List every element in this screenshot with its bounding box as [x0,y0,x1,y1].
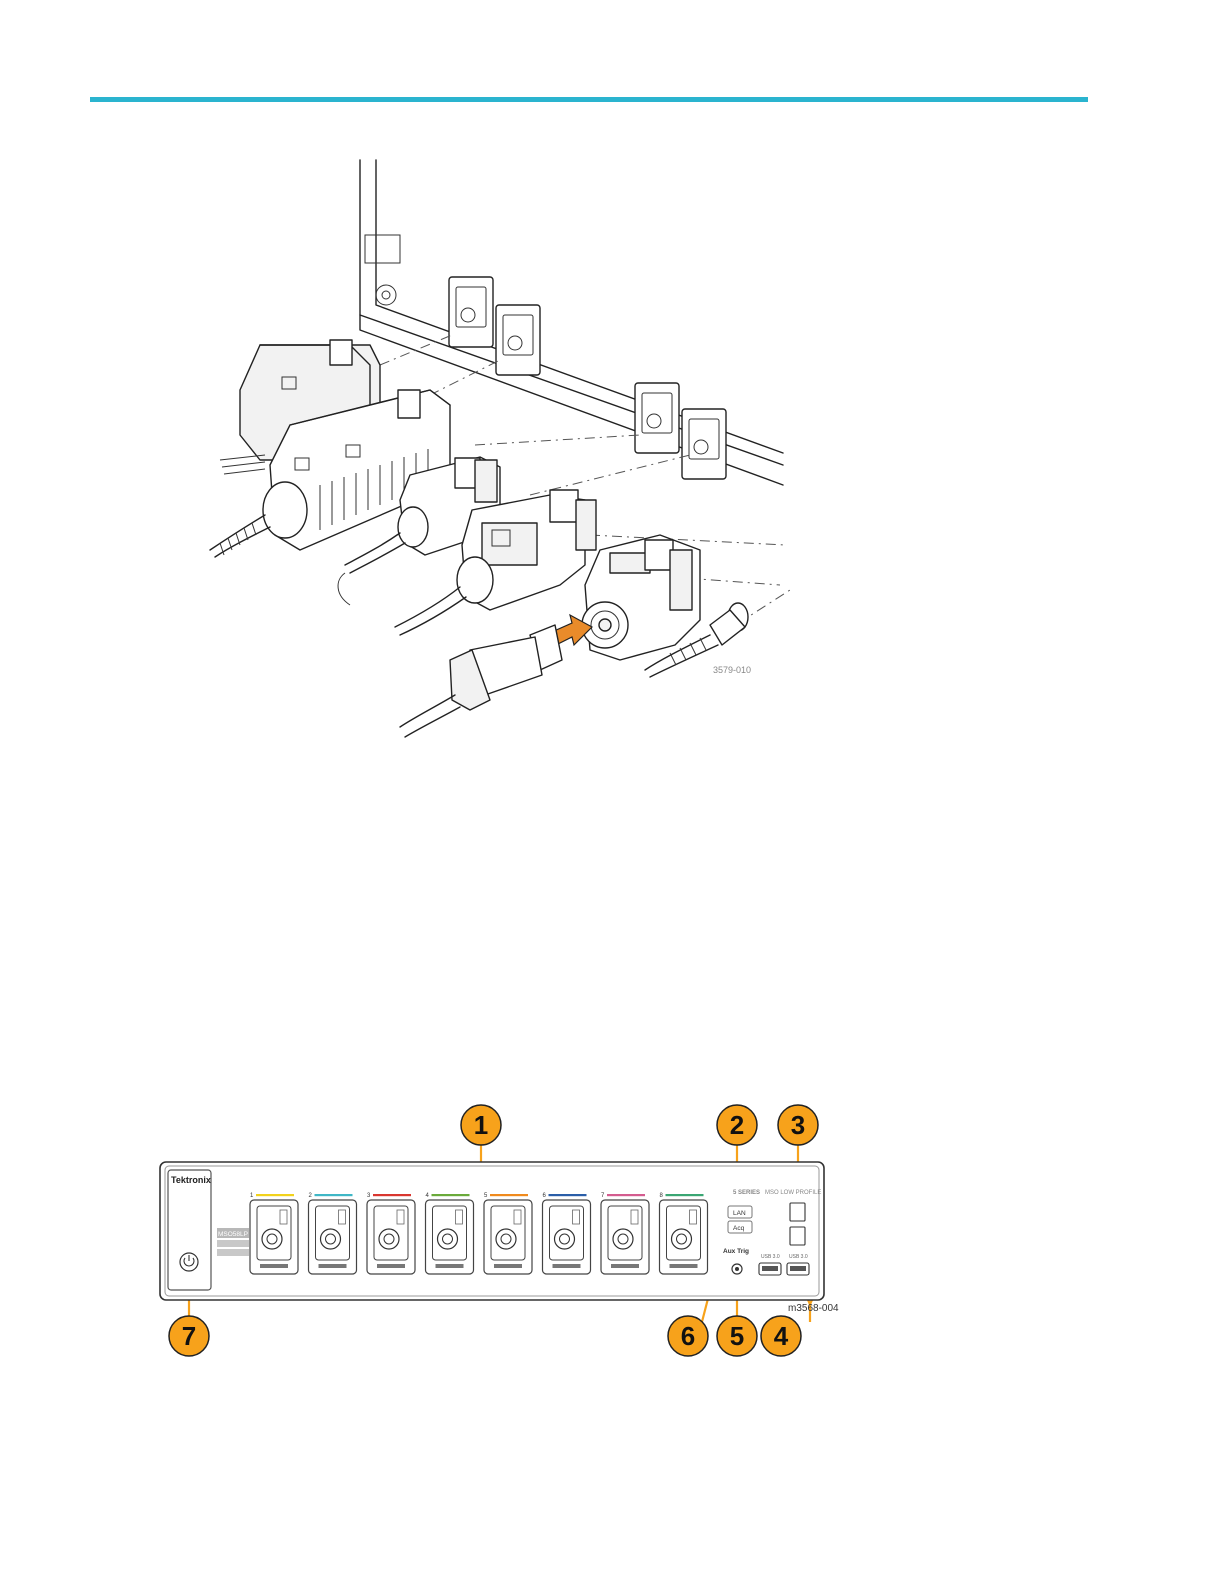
channel-input[interactable]: 7 [601,1193,649,1274]
callout-6: 6 [668,1316,708,1356]
channel-input[interactable]: 5 [484,1193,532,1274]
channel-color-bar [490,1194,528,1196]
model-label: MSO LOW PROFILE [765,1190,821,1196]
callout-number: 5 [730,1321,744,1351]
front-panel-illustration: Tektronix MSO58LP 5 SERIES MSO LOW PROFI… [150,1100,840,1370]
callout-number: 6 [681,1321,695,1351]
channel-color-bar [373,1194,411,1196]
acq-label: Acq [733,1225,745,1232]
figure-id: m3568-004 [788,1303,839,1314]
callout-7: 7 [169,1316,209,1356]
lan-label: LAN [733,1210,746,1217]
callout-5: 5 [717,1316,757,1356]
channel-input[interactable]: 6 [543,1193,591,1274]
channel-input[interactable]: 3 [367,1193,415,1274]
channel-input[interactable]: 2 [309,1193,357,1274]
channel-color-bar [549,1194,587,1196]
channel-color-bar [432,1194,470,1196]
aux-trig-label: Aux Trig [723,1248,749,1255]
usb-right-label: USB 3.0 [789,1254,808,1260]
callout-number: 7 [182,1321,196,1351]
probe-attachment-illustration: 3579-010 [200,155,800,745]
callout-2: 2 [717,1105,757,1145]
channel-color-bar [315,1194,353,1196]
header-rule [90,97,1088,102]
callout-number: 3 [791,1110,805,1140]
callout-number: 2 [730,1110,744,1140]
usb-device-port[interactable] [790,1203,805,1221]
left-module [168,1170,211,1290]
channel-color-bar [256,1194,294,1196]
channel-input[interactable]: 4 [426,1193,474,1274]
channel-socket [682,409,726,479]
channel-socket [635,383,679,453]
callout-1: 1 [461,1105,501,1145]
callout-number: 1 [474,1110,488,1140]
channel-color-bar [607,1194,645,1196]
power-icon [376,285,396,305]
brand-logo: Tektronix [171,1175,211,1185]
model-badge-text: MSO58LP [218,1231,248,1238]
figure-id: 3579-010 [713,665,751,675]
channel-socket [496,305,540,375]
callout-number: 4 [774,1321,789,1351]
series-label: 5 SERIES [733,1190,760,1196]
channel-input[interactable]: 1 [250,1193,298,1274]
usb-device-port-lower[interactable] [790,1227,805,1245]
channel-socket [449,277,493,347]
channel-color-bar [666,1194,704,1196]
callout-3: 3 [778,1105,818,1145]
callout-4: 4 [761,1316,801,1356]
channel-input[interactable]: 8 [660,1193,708,1274]
usb-left-label: USB 3.0 [761,1254,780,1260]
